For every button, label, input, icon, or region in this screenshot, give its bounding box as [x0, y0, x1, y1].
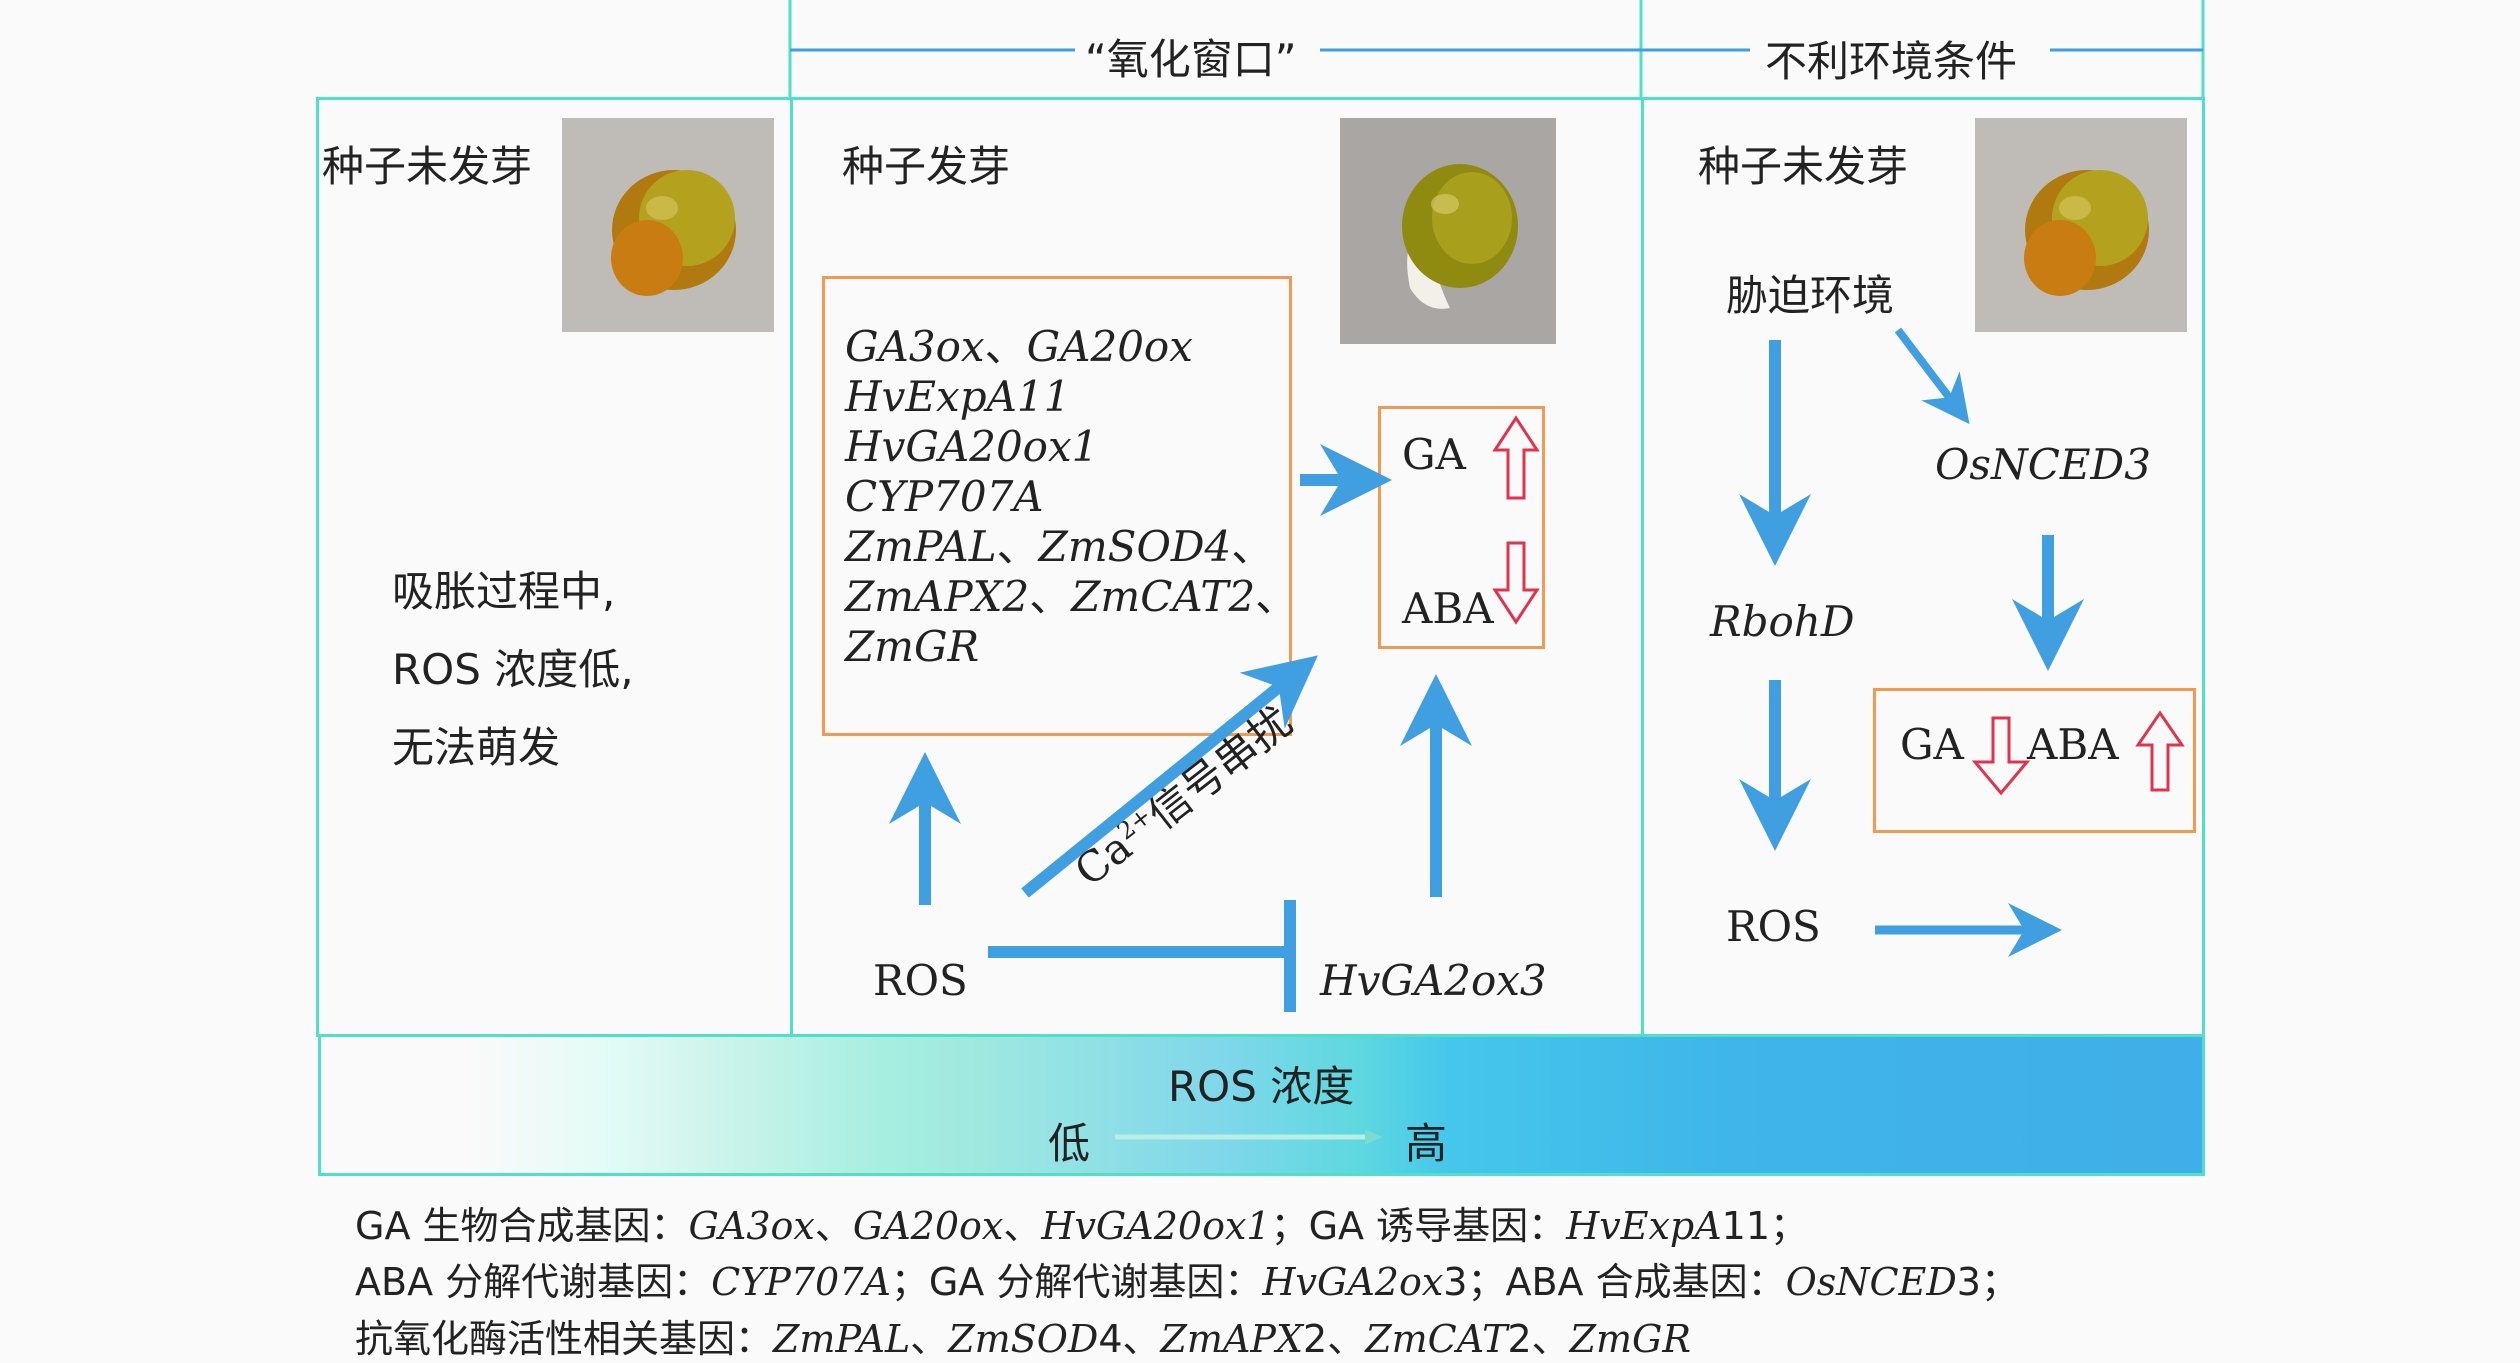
- footnote-text: 3；: [1956, 1260, 2019, 1304]
- rbohd-label: RbohD: [1710, 597, 1855, 646]
- footnote-text: ；GA 诱导基因：: [1270, 1204, 1567, 1248]
- footnote-text: 抗氧化酶活性相关基因：: [355, 1317, 774, 1361]
- ros-gradient-line: [1115, 1129, 1382, 1145]
- seed-photo-right: [1975, 118, 2187, 332]
- gene-box: [822, 276, 1292, 736]
- footnote-gene-name: HvExpA: [1566, 1204, 1722, 1248]
- right-ga-down-arrow-icon: [1971, 716, 2031, 796]
- left-note-line-3: 无法萌发: [392, 723, 561, 772]
- ga-up-arrow-icon: [1492, 415, 1540, 500]
- seed-image: [611, 170, 736, 296]
- ga-aba-box-middle: [1378, 406, 1545, 649]
- gene-row: GA3ox、GA20ox: [845, 322, 1297, 372]
- gene-name: ZmPAL: [845, 522, 997, 571]
- footnote-gene-name: GA3ox: [688, 1204, 815, 1248]
- gene-name: ZmGR: [845, 622, 980, 671]
- gene-name: GA20ox: [1026, 322, 1193, 371]
- left-note-line-2: ROS 浓度低,: [392, 645, 634, 694]
- middle-aba-label: ABA: [1402, 584, 1494, 633]
- footnote-text: ；GA 分解代谢基因：: [890, 1260, 1263, 1304]
- right-aba-up-arrow-icon: [2135, 710, 2185, 792]
- gene-name: ZmCAT2: [1071, 572, 1256, 621]
- header-oxidation-window: “氧化窗口”: [1085, 35, 1297, 84]
- gene-name: HvExpA11: [845, 372, 1071, 421]
- middle-panel-title: 种子发芽: [842, 142, 1011, 191]
- header-lines: [788, 0, 2205, 100]
- osnced3-label: OsNCED3: [1935, 440, 2151, 489]
- seed-photo-left: [562, 118, 774, 332]
- footnote-gene-name: ZmGR: [1569, 1317, 1692, 1361]
- ros-bar-title: ROS 浓度: [1168, 1062, 1355, 1111]
- footnote-text: 2、: [1507, 1317, 1570, 1361]
- footnote-text: 2、: [1303, 1317, 1366, 1361]
- footnote-gene-name: GA20ox: [852, 1204, 1004, 1248]
- footnote-gene-name: ZmSOD: [948, 1317, 1099, 1361]
- right-aba-label: ABA: [2027, 720, 2119, 769]
- gene-separator: 、: [984, 322, 1027, 371]
- footnote-text: GA 生物合成基因：: [355, 1204, 689, 1248]
- footnote-text: 4、: [1098, 1317, 1161, 1361]
- germinating-seed-image: [1402, 164, 1518, 309]
- middle-hvga2ox3-label: HvGA2ox3: [1320, 956, 1547, 1005]
- left-panel-title: 种子未发芽: [322, 142, 533, 191]
- ros-bar-low: 低: [1048, 1119, 1091, 1168]
- gene-name: ZmAPX2: [845, 572, 1030, 621]
- right-panel-title: 种子未发芽: [1698, 142, 1909, 191]
- gene-row: ZmGR: [845, 622, 1297, 672]
- ga-aba-box-right: [1873, 688, 2196, 833]
- gene-name: ZmSOD4: [1038, 522, 1232, 571]
- footnote-gene-name: ZmPAL: [773, 1317, 911, 1361]
- gene-name: HvGA20ox1: [845, 422, 1099, 471]
- right-ga-label: GA: [1900, 720, 1964, 769]
- gene-row: CYP707A: [845, 472, 1297, 522]
- footnote-line-2: ABA 分解代谢基因：CYP707A；GA 分解代谢基因：HvGA2ox3；AB…: [355, 1251, 2019, 1306]
- seed-image: [2024, 170, 2149, 296]
- footnote-line-3: 抗氧化酶活性相关基因：ZmPAL、ZmSOD4、ZmAPX2、ZmCAT2、Zm…: [355, 1308, 1691, 1363]
- gene-separator: 、: [1255, 572, 1298, 621]
- footnote-text: 、: [1003, 1204, 1042, 1248]
- arrows-layer: [889, 327, 2185, 1012]
- gene-separator: 、: [996, 522, 1039, 571]
- aba-down-arrow-icon: [1492, 541, 1540, 625]
- gene-separator: 、: [1029, 572, 1072, 621]
- gene-row: HvGA20ox1: [845, 422, 1297, 472]
- gene-row: ZmPAL、ZmSOD4、: [845, 522, 1297, 572]
- gene-name: GA3ox: [845, 322, 985, 371]
- footnote-text: 、: [814, 1204, 853, 1248]
- middle-ga-label: GA: [1402, 430, 1466, 479]
- gene-name: CYP707A: [845, 472, 1044, 521]
- arrow-calcium-diagonal: [1021, 655, 1318, 898]
- footnote-text: 3；ABA 合成基因：: [1443, 1260, 1786, 1304]
- footnote-gene-name: CYP707A: [711, 1260, 891, 1304]
- footnote-gene-name: ZmCAT: [1365, 1317, 1508, 1361]
- footnote-text: 、: [910, 1317, 949, 1361]
- gene-row: HvExpA11: [845, 372, 1297, 422]
- right-ros-label: ROS: [1726, 902, 1821, 951]
- ros-bar-high: 高: [1405, 1119, 1448, 1168]
- header-adverse-conditions: 不利环境条件: [1765, 37, 2018, 86]
- footnote-line-1: GA 生物合成基因：GA3ox、GA20ox、HvGA20ox1；GA 诱导基因…: [355, 1195, 1808, 1250]
- arrow-stress-diagonal: [1894, 327, 1970, 425]
- footnote-gene-name: OsNCED: [1785, 1260, 1957, 1304]
- footnote-gene-name: ZmAPX: [1160, 1317, 1304, 1361]
- middle-ros-label: ROS: [873, 956, 968, 1005]
- stress-environment-label: 胁迫环境: [1726, 271, 1895, 320]
- left-note-line-1: 吸胀过程中,: [392, 567, 616, 616]
- footnote-text: ABA 分解代谢基因：: [355, 1260, 712, 1304]
- footnote-gene-name: HvGA2ox: [1262, 1260, 1444, 1304]
- gene-row: ZmAPX2、ZmCAT2、: [845, 572, 1297, 622]
- ros-concentration-bar: [318, 1034, 2205, 1176]
- footnote-gene-name: HvGA20ox1: [1041, 1204, 1271, 1248]
- gene-separator: 、: [1231, 522, 1274, 571]
- footnote-text: 11；: [1721, 1204, 1809, 1248]
- seed-photo-middle: [1340, 118, 1556, 344]
